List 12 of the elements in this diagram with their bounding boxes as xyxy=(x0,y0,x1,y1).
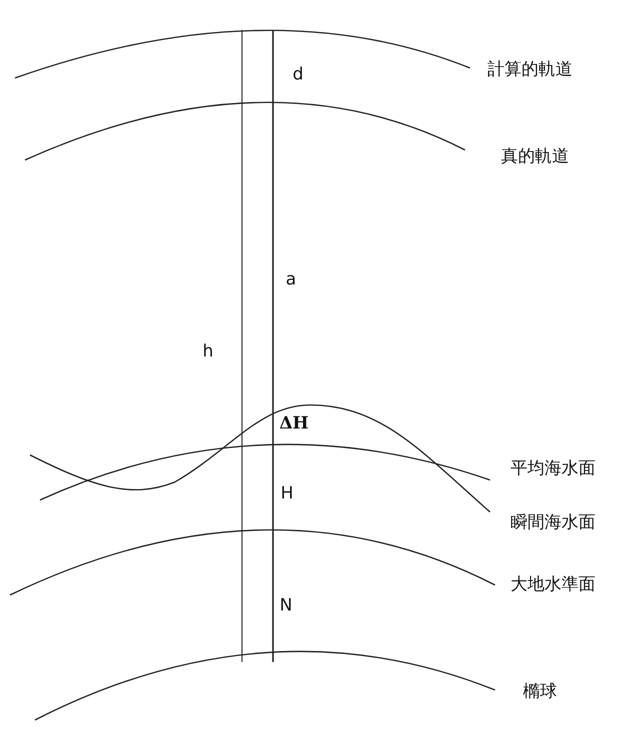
curve-label: 橢球 xyxy=(523,682,557,702)
curve-label: 瞬間海水面 xyxy=(510,514,596,532)
symbol-label: H xyxy=(280,484,294,504)
curve-label: 計算的軌道 xyxy=(488,60,572,80)
symbol-label: h xyxy=(202,342,214,362)
curve-label: 真的軌道 xyxy=(501,148,569,166)
symbol-label: a xyxy=(286,270,296,290)
symbol-label: ΔH xyxy=(279,414,309,434)
curve-label: 平均海水面 xyxy=(510,460,596,478)
symbol-label: d xyxy=(292,66,304,84)
curve-label: 大地水準面 xyxy=(510,576,596,594)
symbol-label: N xyxy=(280,596,292,616)
